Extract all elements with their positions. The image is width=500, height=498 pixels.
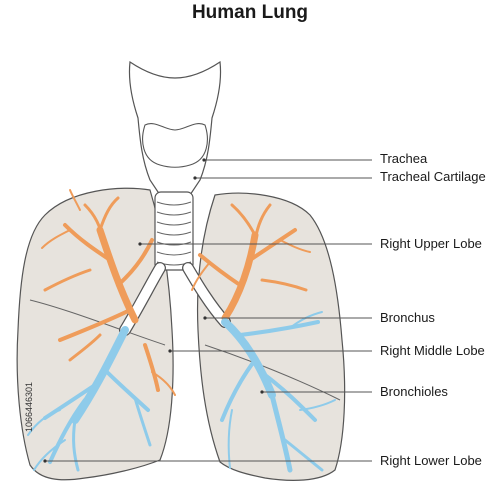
lower-bronchial-tree-right <box>220 311 336 473</box>
label-right-upper-lobe: Right Upper Lobe <box>380 236 482 251</box>
upper-bronchial-tree-left <box>41 189 176 396</box>
diagram-title: Human Lung <box>191 2 309 23</box>
stock-id-text: 1066446301 <box>24 381 34 432</box>
thyroid-shape <box>142 123 208 168</box>
label-tracheal-cartilage: Tracheal Cartilage <box>380 169 486 184</box>
leader-dots <box>43 158 264 463</box>
lower-bronchial-tree-left <box>27 326 152 472</box>
right-lung-shape <box>196 192 346 481</box>
lung-fissure-right <box>204 344 341 401</box>
main-bronchus-left-inner <box>120 263 165 335</box>
trachea-tube <box>154 191 194 271</box>
label-right-middle-lobe: Right Middle Lobe <box>380 343 485 358</box>
main-bronchus-right-inner <box>183 263 230 327</box>
left-lung-shape <box>16 187 174 481</box>
label-bronchus: Bronchus <box>380 310 435 325</box>
larynx-shape <box>128 60 222 196</box>
label-bronchioles: Bronchioles <box>380 384 448 399</box>
label-right-lower-lobe: Right Lower Lobe <box>380 453 482 468</box>
label-trachea: Trachea <box>380 151 428 166</box>
leader-lines <box>45 159 372 462</box>
lung-fissure-left <box>29 299 166 346</box>
